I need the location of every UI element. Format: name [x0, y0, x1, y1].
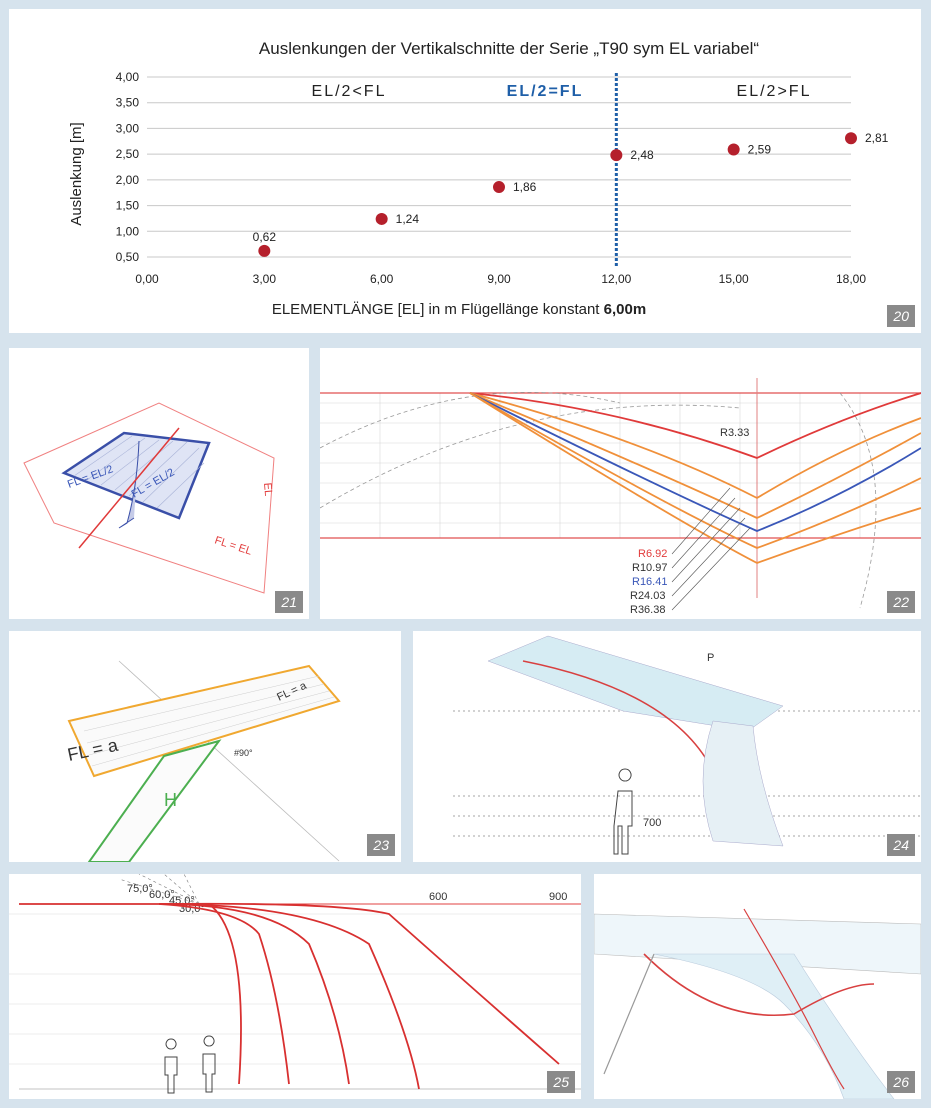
red-axis	[78, 427, 180, 549]
y-tick-label: 0,50	[116, 250, 140, 264]
region-label-right: EL/2>FL	[737, 83, 812, 100]
roof-surface	[487, 635, 784, 732]
data-label: 2,48	[630, 148, 654, 162]
plane-hatch	[83, 675, 335, 767]
radius-5: R36.38	[630, 604, 665, 616]
figure-25-panel: 75,0° 60,0° 45,0° 30,0° 900 600 25	[9, 874, 581, 1099]
figure-number-20: 20	[887, 305, 915, 327]
figure-26-drawing	[594, 908, 921, 1099]
radius-4: R24.03	[630, 590, 665, 602]
curves	[469, 392, 921, 564]
data-point	[258, 244, 271, 257]
label-angle: #90°	[234, 748, 253, 758]
person-2	[202, 1035, 216, 1093]
data-label: 2,59	[748, 143, 772, 157]
data-label: 0,62	[253, 230, 277, 244]
figure-25-drawing: 75,0° 60,0° 45,0° 30,0° 900 600	[9, 874, 581, 1094]
red-curve	[743, 908, 845, 1090]
arcs	[320, 392, 877, 609]
y-tick-label: 3,00	[116, 121, 140, 135]
wall-surface	[702, 720, 784, 847]
chart-title: Auslenkungen der Vertikalschnitte der Se…	[259, 39, 760, 58]
center-fold	[118, 440, 140, 529]
ground-dots	[453, 710, 921, 837]
x-axis-label-bold: 6,00m	[604, 301, 647, 318]
figure-24-panel: P 700 24	[413, 631, 921, 862]
guide-line	[118, 660, 340, 862]
chart-marks: 4,00 3,50 3,00 2,50 2,00 1,50 1,00 0,50 0,00 3,00…	[116, 70, 889, 286]
person-silhouette	[613, 768, 633, 855]
data-point	[375, 212, 388, 225]
figure-22-panel: R3.33 R6.92 R10.97 R16.41 R24.03 R36.38 …	[320, 348, 921, 619]
data-point	[727, 143, 740, 156]
data-point	[493, 181, 505, 194]
angle-1: 75,0°	[127, 883, 153, 895]
data-label: 1,24	[396, 212, 420, 226]
radius-2: R10.97	[632, 562, 667, 574]
grid	[320, 393, 921, 538]
figure-number-25: 25	[547, 1071, 575, 1093]
x-tick-label: 6,00	[370, 272, 394, 286]
figure-number-26: 26	[887, 1071, 915, 1093]
angle-2: 60,0°	[149, 889, 175, 901]
vertical-plane	[87, 739, 222, 862]
scale-900: 900	[549, 891, 567, 903]
left-pylon	[603, 953, 655, 1075]
horizontal-plane	[67, 664, 341, 778]
region-label-left: EL/2<FL	[312, 83, 387, 100]
label-h: H	[164, 790, 177, 810]
figure-23-drawing: FL = a FL = a H #90°	[66, 660, 341, 862]
data-point	[610, 149, 623, 162]
data-point	[845, 132, 857, 145]
red-curves	[19, 902, 560, 1090]
y-tick-label: 1,50	[116, 199, 140, 213]
y-tick-label: 2,00	[116, 173, 140, 187]
outer-plane-outline	[23, 402, 275, 594]
figure-20-chart-panel: Auslenkungen der Vertikalschnitte der Se…	[9, 9, 921, 333]
x-tick-label: 12,00	[601, 272, 631, 286]
top-surface	[594, 913, 921, 975]
grid	[9, 913, 581, 1065]
label-p: P	[707, 652, 714, 664]
figure-21-drawing: FL = EL EL FL = EL/2 FL = EL/2	[23, 402, 275, 594]
y-tick-label: 1,00	[116, 224, 140, 238]
x-tick-label: 9,00	[487, 272, 511, 286]
person-1	[164, 1038, 178, 1094]
figure-number-22: 22	[887, 591, 915, 613]
radius-3: R16.41	[632, 576, 667, 588]
label-height: 700	[643, 817, 661, 829]
figure-number-24: 24	[887, 834, 915, 856]
x-tick-label: 0,00	[135, 272, 159, 286]
figure-22-drawing: R3.33 R6.92 R10.97 R16.41 R24.03 R36.38	[320, 378, 921, 616]
inner-plane-hatch	[73, 435, 205, 509]
figure-24-drawing: P 700	[453, 635, 921, 855]
figure-21-panel: FL = EL EL FL = EL/2 FL = EL/2 21	[9, 348, 309, 619]
y-tick-label: 2,50	[116, 147, 140, 161]
radius-top: R3.33	[720, 427, 749, 439]
y-axis-label: Auslenkung [m]	[68, 122, 85, 225]
x-axis-label: ELEMENTLÄNGE [EL] in m Flügellänge konst…	[272, 301, 646, 318]
figure-23-panel: FL = a FL = a H #90° 23	[9, 631, 401, 862]
data-label: 1,86	[513, 180, 537, 194]
red-arch	[643, 953, 875, 1017]
y-tick-label: 4,00	[116, 70, 140, 84]
x-axis-label-main: ELEMENTLÄNGE [EL] in m Flügellänge konst…	[272, 301, 604, 318]
scale-600: 600	[429, 891, 447, 903]
x-tick-label: 3,00	[253, 272, 277, 286]
y-tick-label: 3,50	[116, 96, 140, 110]
data-label: 2,81	[865, 131, 889, 145]
label-el: EL	[261, 482, 274, 496]
radius-1: R6.92	[638, 548, 667, 560]
figure-26-panel: 26	[594, 874, 921, 1099]
figure-number-21: 21	[275, 591, 303, 613]
x-tick-label: 15,00	[719, 272, 749, 286]
x-tick-label: 18,00	[836, 272, 866, 286]
label-fl-el: FL = EL	[213, 534, 253, 557]
angle-fan	[118, 874, 200, 905]
figure-number-23: 23	[367, 834, 395, 856]
region-label-mid: EL/2=FL	[507, 83, 584, 100]
leader-lines	[671, 487, 751, 611]
deflection-chart: Auslenkungen der Vertikalschnitte der Se…	[68, 39, 889, 318]
hanging-surface	[653, 953, 895, 1099]
